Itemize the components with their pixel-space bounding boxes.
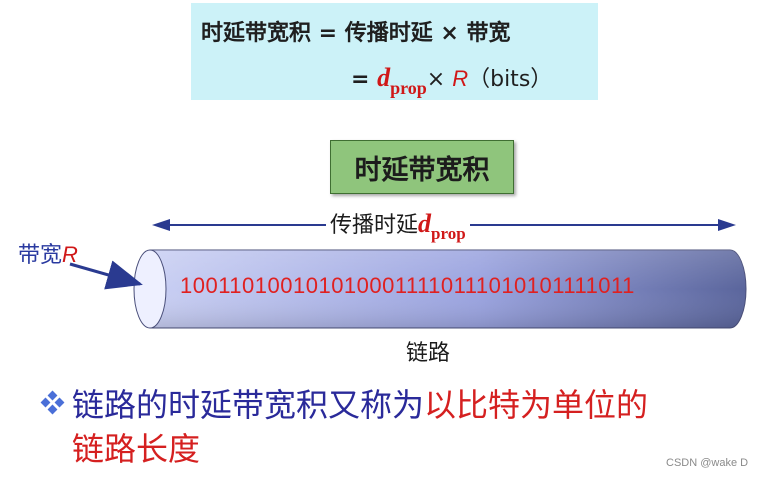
pipe-end-face bbox=[133, 249, 167, 329]
formula-line-2: = dprop× R（bits） bbox=[351, 61, 553, 98]
arrow-right-head bbox=[718, 219, 736, 231]
arrow-left-head bbox=[152, 219, 170, 231]
formula-times: × bbox=[426, 67, 453, 92]
formula-equals: = bbox=[351, 67, 378, 92]
formula-prop-subscript: prop bbox=[390, 78, 427, 98]
link-label: 链路 bbox=[406, 341, 451, 366]
delay-prop-subscript: prop bbox=[431, 224, 466, 243]
bandwidth-R: R bbox=[62, 242, 78, 267]
title-box: 时延带宽积 bbox=[330, 140, 514, 194]
formula-box: 时延带宽积 = 传播时延 × 带宽 = dprop× R（bits） bbox=[191, 3, 598, 100]
delay-label-text: 传播时延 bbox=[330, 213, 419, 238]
bullet-diamond-icon bbox=[40, 390, 65, 415]
formula-d: d bbox=[377, 63, 391, 92]
formula-unit: （bits） bbox=[468, 67, 553, 92]
bullet-text-part2: 以比特为单位的 bbox=[424, 386, 649, 424]
delay-label: 传播时延dprop bbox=[326, 207, 470, 243]
bandwidth-label: 带宽R bbox=[18, 237, 78, 269]
bit-stream: 1001101001010100011110111010101111011 bbox=[180, 273, 635, 298]
bullet-line-1: 链路的时延带宽积又称为以比特为单位的 bbox=[40, 380, 649, 426]
formula-line-1: 时延带宽积 = 传播时延 × 带宽 bbox=[201, 21, 511, 46]
link-pipe bbox=[133, 249, 747, 329]
delay-d: d bbox=[418, 209, 432, 238]
bullet-text-part1: 链路的时延带宽积又称为 bbox=[72, 386, 425, 424]
bullet-line-2: 链路长度 bbox=[72, 430, 201, 468]
watermark: CSDN @wake D bbox=[666, 457, 749, 469]
formula-R: R bbox=[452, 66, 469, 91]
bandwidth-label-text: 带宽 bbox=[18, 243, 63, 268]
bandwidth-arrow bbox=[69, 260, 143, 290]
